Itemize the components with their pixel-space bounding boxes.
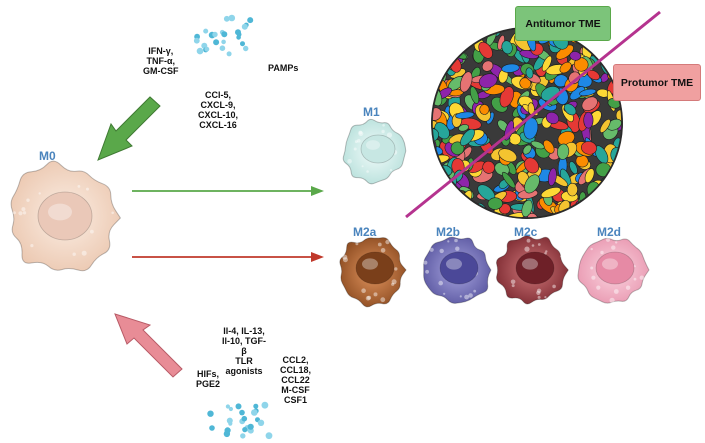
m2c-macrophage-cell [495,235,569,305]
m2-interleukins-label: Il-4, IL-13, Il-10, TGF- β TLR agonists [222,326,267,376]
m2c-label: M2c [514,225,538,239]
m1-macrophage-cell [342,118,407,185]
cytokine-dots-top [193,14,254,57]
m0-to-m1-arrow [132,186,324,196]
protumor-tme-label: Protumor TME [620,76,694,89]
m1-stimuli-arrow [97,96,161,161]
m0-macrophage-cell [10,160,122,272]
m2-stimuli-arrow [114,313,183,378]
tumor-sphere [431,27,623,219]
hifs-label: HIFs, PGE2 [196,369,221,389]
antitumor-tme-label: Antitumor TME [525,17,601,30]
m2b-macrophage-cell [423,236,492,304]
tme-divider-line [405,10,661,219]
cytokine-dots-bottom [207,401,273,440]
m1-chemokines-label: CCl-5, CXCL-9, CXCL-10, CXCL-16 [198,90,239,130]
m2a-macrophage-cell [339,237,407,308]
m1-label: M1 [363,105,380,119]
m0-to-m2-arrow [132,252,324,262]
m2d-macrophage-cell [577,237,650,304]
ifn-stimuli-label: IFN-γ, TNF-α, GM-CSF [143,46,179,76]
m2a-label: M2a [353,225,377,239]
antitumor-tme-box: Antitumor TME [515,6,611,41]
pamps-label: PAMPs [268,63,299,73]
protumor-tme-box: Protumor TME [613,64,701,101]
m2d-label: M2d [597,225,621,239]
m0-label: M0 [39,149,56,163]
m2b-label: M2b [436,225,460,239]
m2-chemokines-label: CCL2, CCL18, CCL22 M-CSF CSF1 [280,355,312,405]
